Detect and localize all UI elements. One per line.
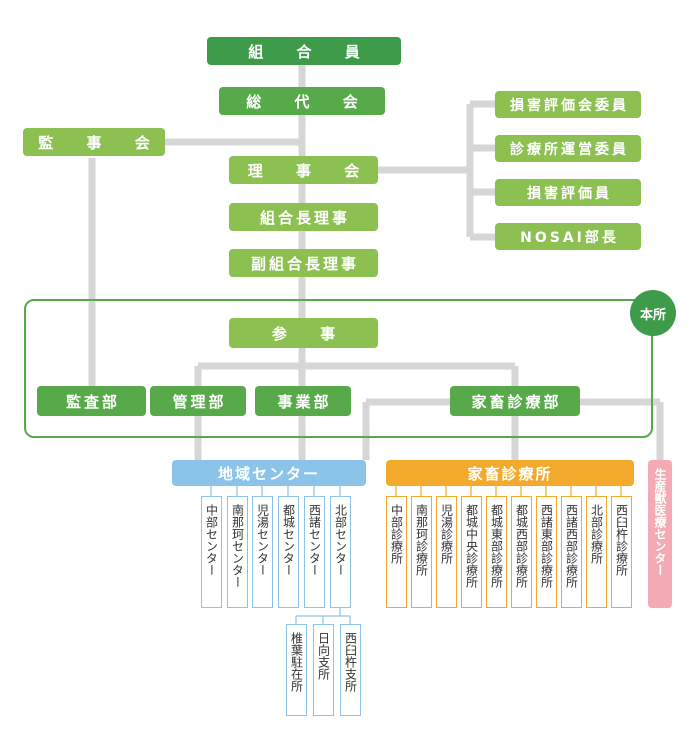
branch-label: 西臼杵支所: [343, 632, 358, 692]
clinic-label: 西諸西部診療所: [564, 504, 579, 588]
node-committee-songai-iin: 損害評価会委員: [495, 91, 641, 118]
clinic-label: 中部診療所: [389, 504, 404, 564]
clinic-label: 都城西部診療所: [514, 504, 529, 588]
clinic-nannaka: 南那珂診療所: [411, 496, 432, 608]
header-clinics: 家畜診療所: [386, 460, 634, 486]
node-sodaikai: 総 代 会: [219, 87, 385, 115]
branch-label: 日向支所: [316, 632, 331, 680]
clinic-label: 児湯診療所: [439, 504, 454, 564]
node-committee-nosai: NOSAI部長: [495, 223, 641, 250]
animal-center-label: 生産獣医療センター: [653, 468, 667, 576]
clinic-label: 都城中央診療所: [464, 504, 479, 588]
center-hokubu: 北部センター: [330, 496, 351, 608]
dept-kansabu: 監査部: [37, 386, 146, 416]
center-nannaka: 南那珂センター: [227, 496, 248, 608]
branch-shiiba: 椎葉駐在所: [286, 624, 307, 716]
clinic-miyakonojo-tobu: 都城東部診療所: [486, 496, 507, 608]
center-koyu: 児湯センター: [252, 496, 273, 608]
center-nishimoro: 西諸センター: [304, 496, 325, 608]
honsha-frame: [24, 299, 653, 438]
clinic-nishimoro-seibu: 西諸西部診療所: [561, 496, 582, 608]
clinic-label: 都城東部診療所: [489, 504, 504, 588]
dept-kanribu: 管理部: [150, 386, 246, 416]
clinic-nishimoro-tobu: 西諸東部診療所: [536, 496, 557, 608]
clinic-miyakonojo-seibu: 都城西部診療所: [511, 496, 532, 608]
clinic-hokubu: 北部診療所: [586, 496, 607, 608]
dept-kachiku-shinryobu: 家畜診療部: [450, 386, 580, 416]
clinic-miyakonojo-chuo: 都城中央診療所: [461, 496, 482, 608]
node-kumiaiin: 組 合 員: [207, 37, 401, 65]
center-label: 児湯センター: [255, 504, 270, 576]
node-kumiaichorijin: 組合長理事: [229, 203, 378, 231]
center-label: 都城センター: [281, 504, 296, 576]
node-fukukumiaicho: 副組合長理事: [229, 249, 378, 277]
branch-nishiusuki: 西臼杵支所: [340, 624, 361, 716]
clinic-label: 北部診療所: [589, 504, 604, 564]
branch-label: 椎葉駐在所: [289, 632, 304, 692]
center-label: 北部センター: [333, 504, 348, 576]
node-committee-shinryo: 診療所運営委員: [495, 135, 641, 162]
node-kanjikai: 監 事 会: [23, 128, 165, 156]
node-sanji: 参 事: [229, 318, 378, 348]
header-regional-centers: 地域センター: [172, 460, 366, 486]
center-miyakonojo: 都城センター: [278, 496, 299, 608]
clinic-chubu: 中部診療所: [386, 496, 407, 608]
node-committee-songai-hyokain: 損害評価員: [495, 179, 641, 206]
dept-jigyobu: 事業部: [255, 386, 351, 416]
clinic-koyu: 児湯診療所: [436, 496, 457, 608]
center-label: 西諸センター: [307, 504, 322, 576]
branch-hyuga: 日向支所: [313, 624, 334, 716]
node-animal-medical-center: 生産獣医療センター: [648, 460, 672, 608]
clinic-label: 南那珂診療所: [414, 504, 429, 576]
center-label: 南那珂センター: [230, 504, 245, 588]
center-label: 中部センター: [204, 504, 219, 576]
clinic-label: 西諸東部診療所: [539, 504, 554, 588]
clinic-nishiusuki: 西臼杵診療所: [611, 496, 632, 608]
center-chubu: 中部センター: [201, 496, 222, 608]
honsha-badge: 本所: [630, 290, 676, 336]
node-rijikai: 理 事 会: [229, 156, 378, 184]
clinic-label: 西臼杵診療所: [614, 504, 629, 576]
